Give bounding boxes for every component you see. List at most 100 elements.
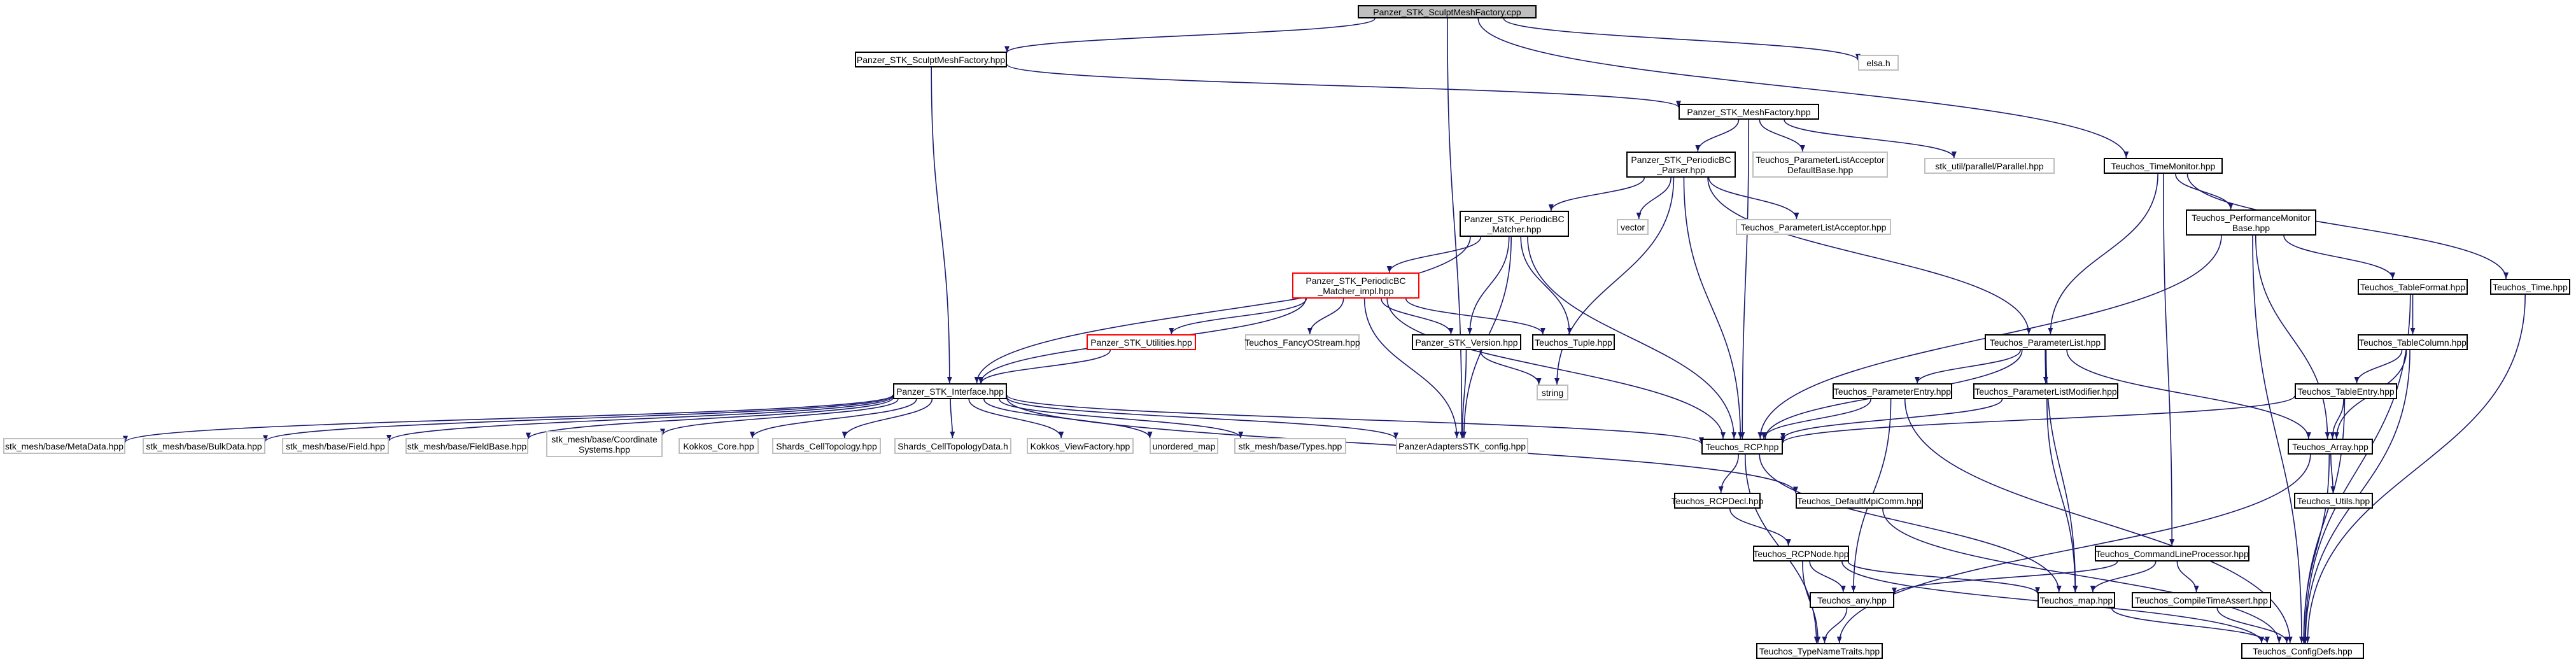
edge-array-to-configdefs: [2301, 454, 2330, 644]
node-pbc-impl[interactable]: Panzer_STK_PeriodicBC _Matcher_impl.hpp: [1292, 272, 1419, 299]
node-types: stk_mesh/base/Types.hpp: [1234, 438, 1346, 454]
edge-perfmon-to-tableformat: [2283, 235, 2396, 279]
node-tablecolumn[interactable]: Teuchos_TableColumn.hpp: [2358, 334, 2468, 350]
edge-interface-to-kokkos-core: [749, 399, 917, 439]
node-interface[interactable]: Panzer_STK_Interface.hpp: [893, 383, 1007, 399]
node-config: PanzerAdaptersSTK_config.hpp: [1396, 438, 1528, 454]
edge-pbc-matcher-to-interface: [974, 236, 1471, 384]
node-pbc-matcher[interactable]: Panzer_STK_PeriodicBC _Matcher.hpp: [1460, 211, 1569, 237]
node-utilities[interactable]: Panzer_STK_Utilities.hpp: [1087, 334, 1196, 350]
edge-compiletime-to-configdefs: [2216, 607, 2290, 644]
edge-utilities-to-interface: [978, 350, 1111, 384]
edge-pbc-impl-to-rcp: [1386, 298, 1726, 439]
node-defaultmpicomm[interactable]: Teuchos_DefaultMpiComm.hpp: [1796, 493, 1923, 509]
edge-meshfactory-to-rcp: [1740, 119, 1750, 439]
edge-root-to-sculpt-hpp: [1004, 18, 1376, 53]
edge-pbc-impl-to-config: [1363, 298, 1460, 439]
node-tableentry[interactable]: Teuchos_TableEntry.hpp: [2295, 383, 2397, 399]
node-shards-topo: Shards_CellTopology.hpp: [772, 438, 881, 454]
edge-cmdline-to-any: [1892, 561, 2118, 595]
edge-pbc-parser-to-paramlist: [1707, 177, 2032, 335]
edge-paramlist-to-plmodifier: [2043, 350, 2048, 384]
edge-timemonitor-to-cmdline: [2162, 173, 2175, 546]
node-sculpt-hpp[interactable]: Panzer_STK_SculptMeshFactory.hpp: [855, 52, 1007, 67]
edge-cmdline-to-map: [2090, 561, 2157, 593]
edge-root-to-timemonitor: [1477, 18, 2129, 159]
edge-interface-to-shards-topodata: [950, 399, 955, 439]
edge-version-to-config: [1460, 350, 1467, 439]
edge-tableentry-to-rcp: [1780, 395, 2295, 444]
node-meshfactory[interactable]: Panzer_STK_MeshFactory.hpp: [1679, 104, 1819, 120]
node-root[interactable]: Panzer_STK_SculptMeshFactory.cpp: [1358, 5, 1537, 18]
node-plmodifier[interactable]: Teuchos_ParameterListModifier.hpp: [1973, 383, 2118, 399]
edge-interface-to-coordsys: [660, 399, 899, 435]
node-paramlist[interactable]: Teuchos_ParameterList.hpp: [1985, 334, 2106, 350]
edge-perfmon-to-configdefs: [2252, 235, 2304, 644]
edge-sculpt-hpp-to-interface: [931, 67, 952, 384]
edge-pbc-parser-to-vector: [1636, 177, 1672, 220]
node-tableformat[interactable]: Teuchos_TableFormat.hpp: [2358, 279, 2468, 295]
edge-pbc-matcher-to-version: [1467, 236, 1510, 335]
node-fancyostream: Teuchos_FancyOStream.hpp: [1244, 334, 1360, 350]
edge-map-to-configdefs: [2111, 607, 2270, 644]
edge-tableformat-to-configdefs: [2302, 294, 2411, 644]
edge-interface-to-kokkos-view: [968, 399, 1064, 439]
edge-interface-to-types: [999, 399, 1244, 439]
edge-paramentry-to-rcp: [1761, 399, 1871, 439]
node-perfmon[interactable]: Teuchos_PerformanceMonitor Base.hpp: [2186, 209, 2316, 236]
node-pla-default: Teuchos_ParameterListAcceptor DefaultBas…: [1752, 152, 1888, 178]
node-fieldbase: stk_mesh/base/FieldBase.hpp: [405, 438, 528, 454]
node-vector: vector: [1617, 219, 1649, 235]
edge-tableentry-to-configdefs: [2301, 399, 2346, 644]
edge-root-to-elsa: [1503, 18, 1861, 61]
node-rcpdecl[interactable]: Teuchos_RCPDecl.hpp: [1672, 493, 1763, 509]
edge-timemonitor-to-time: [2186, 173, 2509, 279]
edge-interface-to-config: [1006, 397, 1398, 439]
node-time[interactable]: Teuchos_Time.hpp: [2490, 279, 2570, 295]
node-metadata: stk_mesh/base/MetaData.hpp: [3, 438, 125, 454]
edge-paramlist-to-paramentry: [1915, 350, 2021, 384]
node-pla: Teuchos_ParameterListAcceptor.hpp: [1736, 219, 1891, 235]
edge-time-to-configdefs: [2305, 294, 2526, 644]
node-timemonitor[interactable]: Teuchos_TimeMonitor.hpp: [2104, 158, 2223, 174]
node-paramentry[interactable]: Teuchos_ParameterEntry.hpp: [1833, 383, 1952, 399]
edge-cmdline-to-compiletime: [2176, 561, 2199, 593]
node-tuple[interactable]: Teuchos_Tuple.hpp: [1532, 334, 1615, 350]
edge-interface-to-rcp: [1006, 395, 1704, 444]
edge-array-to-utils: [2330, 454, 2336, 493]
edge-pbc-impl-to-version: [1381, 298, 1454, 335]
edge-pbc-matcher-to-rcp: [1527, 236, 1737, 439]
node-any[interactable]: Teuchos_any.hpp: [1810, 592, 1894, 608]
edge-rcp-to-map: [1759, 454, 2062, 593]
node-cmdline[interactable]: Teuchos_CommandLineProcessor.hpp: [2095, 546, 2249, 562]
node-typenametraits[interactable]: Teuchos_TypeNameTraits.hpp: [1756, 643, 1883, 659]
node-unordered-map: unordered_map: [1150, 438, 1218, 454]
node-compiletime[interactable]: Teuchos_CompileTimeAssert.hpp: [2132, 592, 2271, 608]
edge-perfmon-to-array: [2255, 235, 2330, 439]
edge-pbc-impl-to-tuple: [1405, 298, 1545, 335]
edge-rcpnode-to-any: [1809, 561, 1846, 593]
edge-interface-to-metadata: [123, 394, 894, 443]
edge-tableentry-to-array: [2330, 399, 2344, 439]
edge-rcpnode-to-map: [1847, 561, 2040, 594]
edge-pbc-impl-to-utilities: [1169, 298, 1307, 335]
node-pbc-parser[interactable]: Panzer_STK_PeriodicBC _Parser.hpp: [1626, 152, 1736, 178]
edge-pbc-matcher-to-tuple: [1520, 236, 1572, 335]
edge-meshfactory-to-pbc-parser: [1695, 119, 1740, 152]
node-rcpnode[interactable]: Teuchos_RCPNode.hpp: [1753, 546, 1849, 562]
node-configdefs[interactable]: Teuchos_ConfigDefs.hpp: [2241, 643, 2364, 659]
node-map[interactable]: Teuchos_map.hpp: [2038, 592, 2115, 608]
edge-meshfactory-to-stk-parallel: [1784, 119, 1957, 159]
node-shards-topodata: Shards_CellTopologyData.h: [894, 438, 1011, 454]
edge-tablecolumn-to-tableentry: [2354, 350, 2403, 384]
edge-plmodifier-to-map: [2046, 399, 2078, 593]
node-array[interactable]: Teuchos_Array.hpp: [2288, 439, 2373, 455]
node-field: stk_mesh/base/Field.hpp: [282, 438, 389, 454]
edge-root-to-config: [1447, 18, 1465, 439]
edge-any-to-typenametraits: [1822, 607, 1848, 644]
node-rcp[interactable]: Teuchos_RCP.hpp: [1701, 439, 1783, 455]
node-utils[interactable]: Teuchos_Utils.hpp: [2294, 493, 2373, 509]
node-version[interactable]: Panzer_STK_Version.hpp: [1412, 334, 1521, 350]
edge-pbc-parser-to-pla: [1708, 177, 1799, 220]
edge-paramlist-to-array: [2066, 350, 2311, 439]
